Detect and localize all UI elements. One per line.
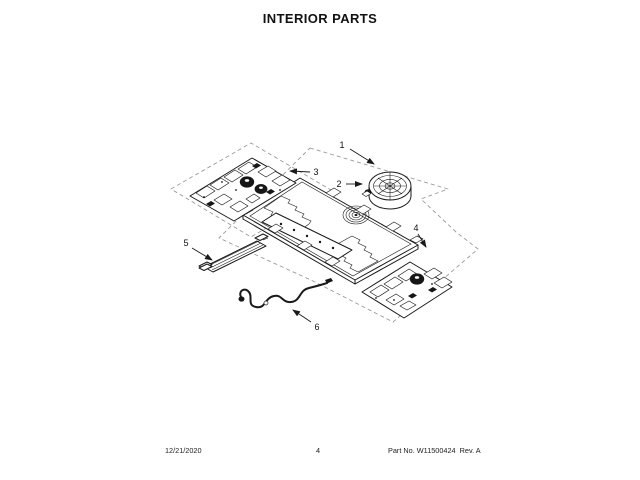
- control-board-right-drawing: [361, 261, 453, 319]
- cooling-fan-drawing: [361, 171, 412, 210]
- wire-harness-drawing: [238, 278, 333, 309]
- page-title: INTERIOR PARTS: [262, 11, 378, 26]
- callout-2-label: 2: [336, 179, 341, 189]
- blower-inlet-rings: [342, 205, 370, 225]
- page-footer: 12/21/2020 4 Part No. W11500424 Rev. A: [0, 446, 640, 460]
- control-board-left-drawing: [189, 157, 297, 222]
- mounting-rail-drawing: [198, 233, 269, 273]
- footer-page-number: 4: [315, 446, 321, 455]
- callout-1: 1: [339, 140, 375, 165]
- footer-part-info: Part No. W11500424 Rev. A: [388, 446, 481, 455]
- callout-6-label: 6: [314, 322, 319, 332]
- callout-5-label: 5: [183, 238, 188, 248]
- main-bracket-drawing: [239, 177, 424, 285]
- callout-5: 5: [183, 238, 213, 261]
- callout-4-label: 4: [413, 223, 418, 233]
- callout-3-label: 3: [313, 167, 318, 177]
- callout-1-label: 1: [339, 140, 344, 150]
- callout-6: 6: [292, 309, 320, 332]
- callout-3: 3: [289, 167, 319, 177]
- callout-4: 4: [413, 223, 427, 248]
- callout-2: 2: [336, 179, 363, 189]
- footer-date: 12/21/2020: [165, 446, 202, 455]
